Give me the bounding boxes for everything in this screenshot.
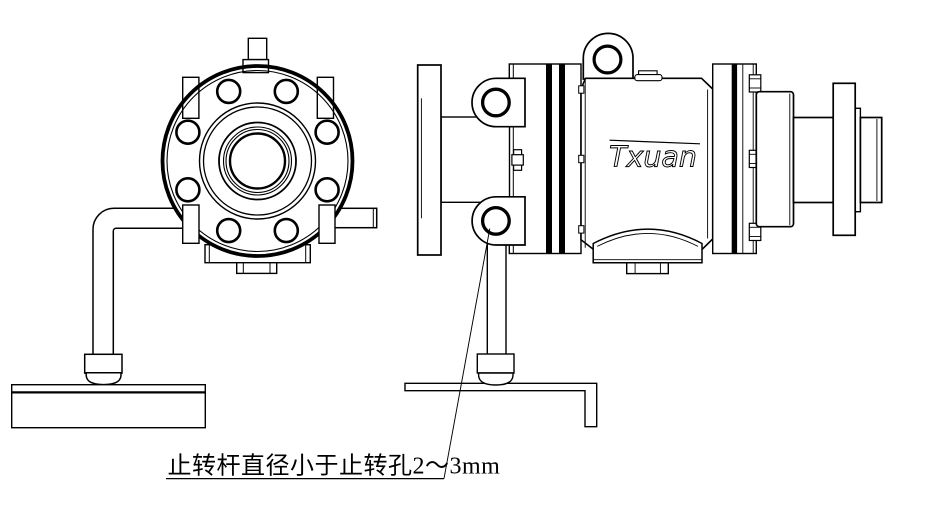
raised-face-outer: [198, 102, 317, 220]
body-screw: [578, 154, 585, 164]
flange-face: [162, 66, 353, 256]
rod-collar: [476, 353, 515, 374]
front-view: [10, 37, 378, 429]
lifting-eye-hole: [592, 44, 623, 75]
lug-tab-upper-right: [316, 76, 335, 120]
bolt-hole: [314, 119, 340, 145]
lug-hole-top: [480, 87, 511, 118]
top-plug: [634, 70, 663, 82]
bolt-hole: [273, 78, 300, 105]
pipe-elbow: [92, 207, 186, 356]
lug-hole-bottom: [480, 205, 511, 236]
seal-ring-stripe: [546, 64, 552, 254]
inlet-neck: [440, 116, 511, 204]
end-shaft: [859, 116, 883, 204]
bore-circle: [222, 126, 293, 196]
lug-top: [471, 77, 526, 128]
bore-circle: [228, 132, 287, 190]
bolt-hole: [273, 217, 300, 244]
lug-tab-lower-left: [181, 204, 200, 244]
brand-overline: [609, 139, 701, 145]
bore-circle: [225, 128, 290, 194]
angle-bracket: [404, 382, 598, 428]
bolt-hole: [175, 119, 201, 145]
rod-tip: [85, 372, 122, 386]
bore-circle: [218, 121, 297, 201]
bolt-hole: [215, 78, 242, 105]
raised-face-inner: [202, 106, 313, 216]
saddle-bracket: [592, 228, 703, 275]
annotation-text: 止转杆直径小于止转孔2～3mm: [168, 453, 501, 480]
gland-housing: [755, 90, 795, 228]
base-plate: [10, 384, 207, 429]
annotation: 止转杆直径小于止转孔2～3mm: [166, 228, 501, 480]
leader-line: [443, 228, 491, 479]
bolt-hole: [175, 177, 201, 203]
shaft-cylinder: [792, 116, 835, 204]
body-screw: [578, 85, 585, 94]
side-view: Txuan: [404, 32, 883, 428]
seal-ring-stripe: [731, 64, 738, 254]
lug-tab-lower-right: [318, 204, 336, 244]
anti-rotation-rod: [486, 237, 507, 356]
rod-tip: [477, 372, 514, 386]
brand-text: Txuan: [609, 141, 697, 174]
rod-collar: [83, 353, 123, 374]
lug-bottom: [471, 195, 526, 246]
end-flange-disc: [832, 82, 857, 237]
bolt-hole: [314, 177, 340, 203]
inlet-flange: [416, 64, 442, 256]
flange-bolt: [748, 74, 762, 93]
seal-ring-stripe: [559, 64, 565, 254]
body-screw: [578, 225, 585, 234]
bolt-hole: [215, 217, 242, 244]
flange-outer-rim: [160, 64, 355, 258]
flange-inner-rim: [166, 69, 349, 253]
grease-fitting: [511, 149, 524, 171]
bolt-holes: [175, 78, 340, 244]
